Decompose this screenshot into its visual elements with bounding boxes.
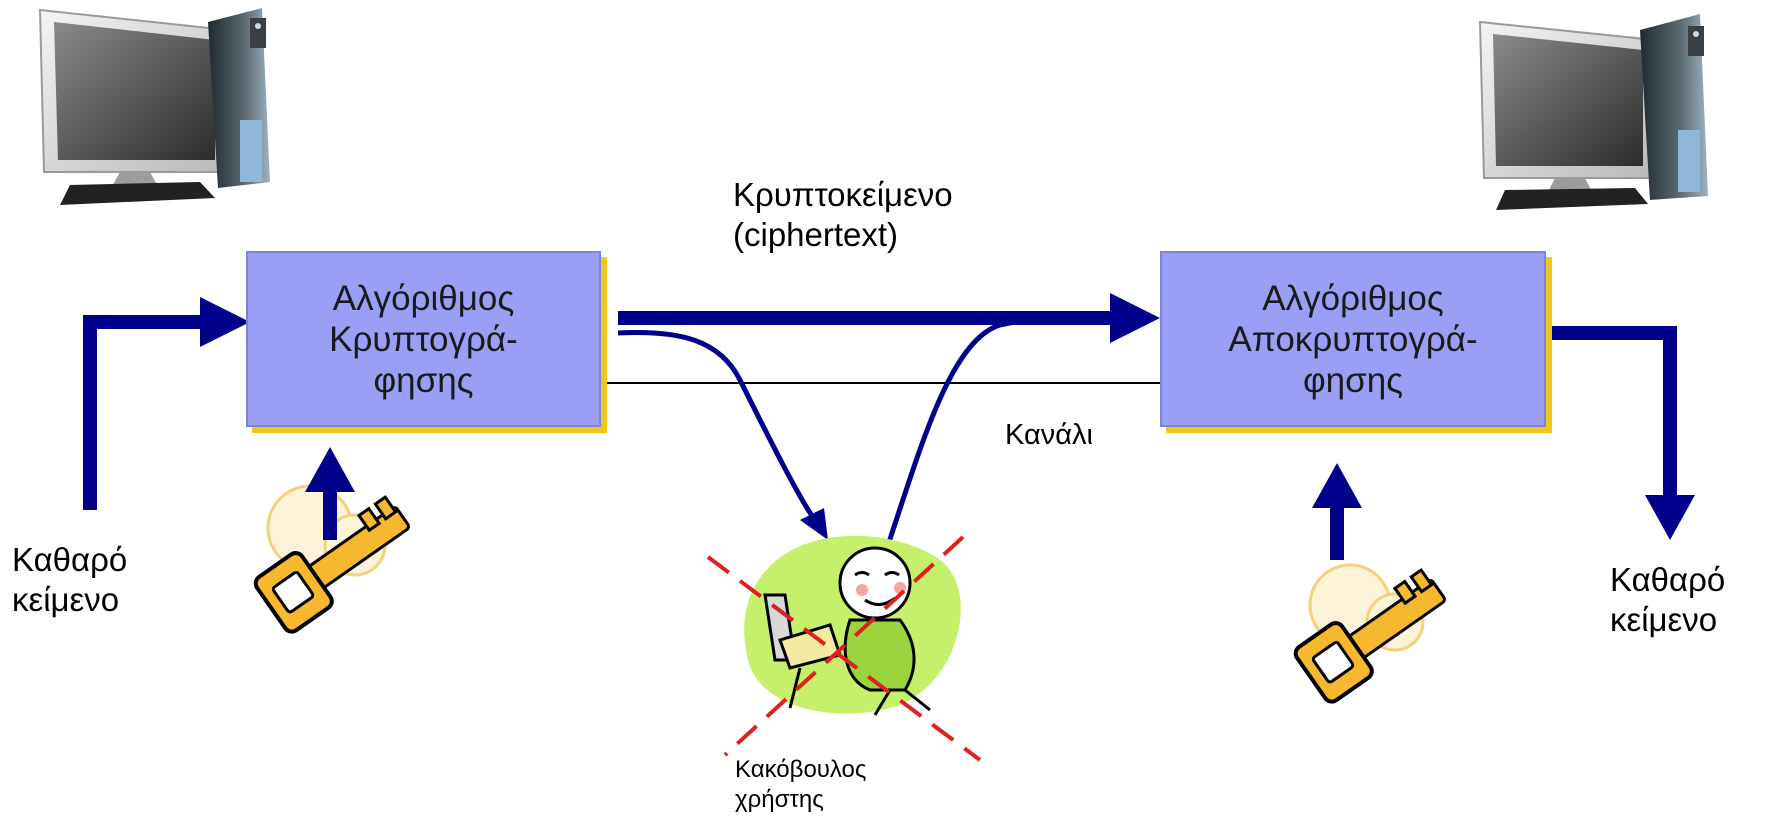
ciphertext-label: Κρυπτοκείμενο (ciphertext) [733, 175, 953, 255]
plaintext-output-line1: Καθαρό [1610, 561, 1726, 598]
plaintext-output-label: Καθαρό κείμενο [1610, 560, 1725, 640]
injection-arrow [885, 315, 1091, 546]
ciphertext-label-line2: (ciphertext) [733, 216, 899, 253]
attacker-icon [744, 535, 961, 716]
encryption-box-line1: Αλγόριθμος [332, 278, 515, 318]
attacker-label: Κακόβουλος χρήστης [735, 755, 866, 815]
right-computer-icon [1478, 14, 1708, 210]
plaintext-input-arrow [83, 297, 250, 510]
attacker-cross-mark [706, 535, 982, 762]
channel-label: Κανάλι [1005, 419, 1093, 451]
decryption-key-arrow [1312, 463, 1362, 560]
attacker-label-line1: Κακόβουλος [735, 756, 867, 783]
left-computer-icon [38, 8, 270, 205]
plaintext-input-label: Καθαρό κείμενο [12, 540, 127, 620]
decryption-key-icon [1293, 563, 1446, 704]
encryption-box-line2: Κρυπτογρά- [329, 319, 518, 359]
encryption-algorithm-box: Αλγόριθμος Κρυπτογρά- φησης [246, 251, 601, 427]
ciphertext-label-line1: Κρυπτοκείμενο [733, 176, 953, 213]
decryption-box-line3: φησης [1302, 360, 1404, 400]
attacker-label-line2: χρήστης [735, 786, 824, 813]
decryption-box-line1: Αλγόριθμος [1262, 278, 1444, 318]
plaintext-input-line1: Καθαρό [12, 541, 128, 578]
decryption-box-line2: Αποκρυπτογρά- [1228, 319, 1478, 359]
interception-arrow [617, 330, 828, 540]
encryption-box-line3: φησης [373, 360, 474, 400]
plaintext-output-line2: κείμενο [1610, 601, 1718, 638]
plaintext-input-line2: κείμενο [12, 581, 120, 618]
encryption-key-arrow [305, 447, 355, 540]
plaintext-output-arrow [1545, 326, 1695, 540]
decryption-algorithm-box: Αλγόριθμος Αποκρυπτογρά- φησης [1160, 251, 1546, 427]
